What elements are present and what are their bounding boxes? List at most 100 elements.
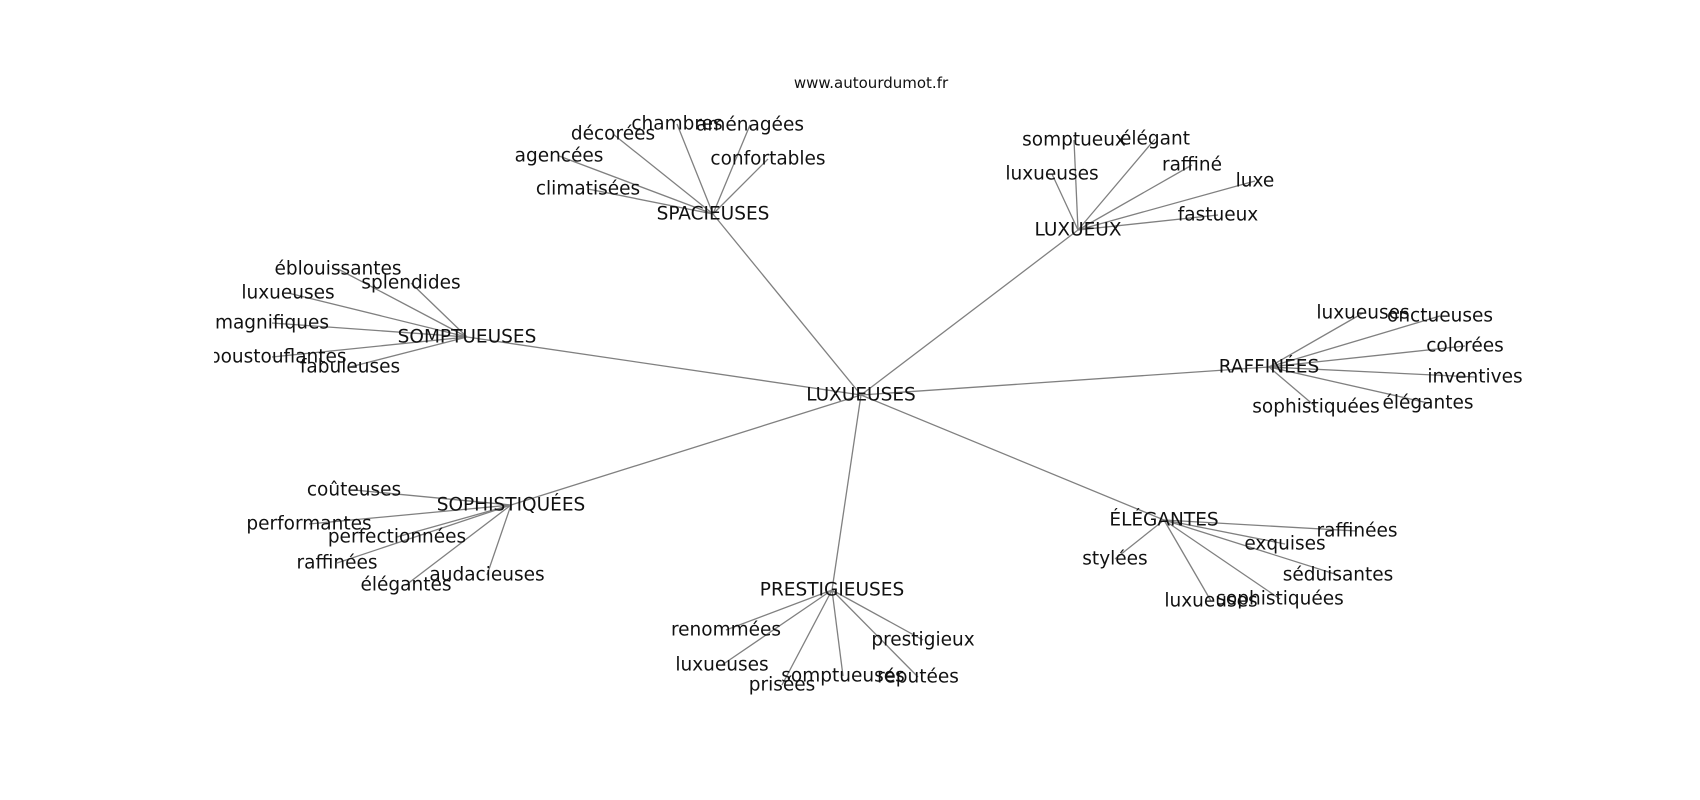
edge-raffinees-r2 [1268, 315, 1441, 368]
edge-center-raffinees [860, 366, 1270, 396]
graph-edges [271, 123, 1476, 686]
cluster-node-elegantes: ÉLÉGANTES [1109, 509, 1218, 531]
leaf-node: époustouflantes [197, 347, 346, 368]
edge-spacieuses-s2 [712, 124, 751, 215]
edge-spacieuses-s3 [612, 133, 714, 215]
leaf-node: sophistiquées [1252, 397, 1379, 418]
leaf-node: raffinées [297, 553, 378, 574]
leaf-node: sophistiquées [1216, 589, 1343, 610]
edge-luxueux-l3 [1077, 164, 1193, 231]
leaf-node: raffinées [1317, 521, 1398, 542]
edge-center-luxueux [860, 229, 1079, 396]
cluster-node-somptueuses: SOMPTUEUSES [398, 327, 537, 348]
leaf-node: magnifiques [215, 313, 329, 334]
leaf-node: audacieuses [429, 565, 544, 586]
edge-center-somptueuses [466, 336, 862, 396]
leaf-node: perfectionnées [328, 527, 466, 548]
edge-center-elegantes [860, 394, 1165, 521]
edge-prestigieuses-g2 [831, 589, 924, 641]
edge-sophistiquees-p1 [353, 489, 512, 506]
edge-prestigieuses-g3 [721, 589, 833, 666]
edge-raffinees-r5 [1268, 366, 1317, 408]
cluster-node-spacieuses: SPACIEUSES [657, 204, 770, 225]
leaf-node: élégantes [361, 575, 452, 596]
edge-somptueuses-o5 [271, 336, 468, 358]
edge-spacieuses-s1 [676, 123, 714, 215]
edge-elegantes-e6 [1163, 519, 1281, 600]
leaf-node: performantes [246, 514, 371, 535]
cluster-node-prestigieuses: PRESTIGIEUSES [760, 580, 904, 601]
edge-raffinees-r1 [1268, 312, 1364, 368]
leaf-node: exquises [1244, 534, 1325, 555]
edge-elegantes-e1 [1163, 519, 1358, 532]
edge-luxueux-l1 [1073, 139, 1079, 231]
edge-spacieuses-s5 [712, 158, 769, 215]
leaf-node: luxueuses [241, 283, 334, 304]
leaf-node: luxueuses [1005, 164, 1098, 185]
leaf-node: climatisées [536, 179, 640, 200]
edge-elegantes-e2 [1163, 519, 1286, 545]
edge-spacieuses-s6 [587, 188, 714, 215]
edge-elegantes-e3 [1114, 519, 1165, 560]
leaf-node: prisées [749, 675, 816, 696]
leaf-node: colorées [1426, 336, 1504, 357]
leaf-node: stylées [1082, 549, 1147, 570]
leaf-node: élégantes [1383, 393, 1474, 414]
edge-sophistiquees-p3 [396, 504, 512, 538]
leaf-node: confortables [710, 149, 825, 170]
edge-somptueuses-o6 [349, 336, 468, 368]
leaf-node: coûteuses [307, 480, 401, 501]
leaf-node: élégant [1120, 129, 1190, 150]
leaf-node: éblouissantes [274, 259, 401, 280]
source-label: www.autourdumot.fr [794, 74, 949, 92]
edge-luxueux-l4 [1051, 173, 1079, 231]
leaf-node: renommées [671, 620, 781, 641]
edge-luxueux-l2 [1077, 138, 1156, 231]
edge-prestigieuses-g4 [781, 589, 833, 686]
leaf-node: décorées [571, 124, 655, 145]
leaf-node: somptueux [1022, 130, 1126, 151]
edge-prestigieuses-g6 [831, 589, 919, 678]
edge-raffinees-r3 [1268, 345, 1466, 368]
leaf-node: inventives [1427, 367, 1522, 388]
cluster-node-raffinees: RAFFINÉES [1219, 356, 1319, 378]
edge-raffinees-r4 [1268, 366, 1476, 378]
edge-center-spacieuses [712, 213, 862, 396]
leaf-node: fastueux [1178, 205, 1259, 226]
center-node: LUXUEUSES [806, 385, 916, 406]
leaf-node: agencées [515, 146, 604, 167]
leaf-node: luxueuses [675, 655, 768, 676]
leaf-node: onctueuses [1387, 306, 1493, 327]
leaf-node: chambres [631, 114, 722, 135]
edge-luxueux-l5 [1077, 180, 1256, 231]
cluster-node-luxueux: LUXUEUX [1034, 220, 1121, 241]
leaf-node: séduisantes [1283, 565, 1394, 586]
edge-center-sophistiquees [510, 394, 862, 506]
edge-spacieuses-s4 [558, 155, 714, 215]
edge-sophistiquees-p6 [405, 504, 512, 586]
leaf-node: luxueuses [1316, 303, 1409, 324]
edge-sophistiquees-p5 [486, 504, 512, 576]
edge-somptueuses-o3 [287, 292, 468, 338]
edge-somptueuses-o2 [410, 282, 468, 338]
leaf-node: réputées [877, 667, 959, 688]
edge-raffinees-r6 [1268, 366, 1429, 404]
edge-elegantes-e5 [1163, 519, 1212, 602]
edge-somptueuses-o4 [271, 322, 468, 338]
leaf-node: fabuleuses [300, 357, 400, 378]
cluster-node-sophistiquees: SOPHISTIQUÉES [437, 494, 586, 516]
leaf-node: prestigieux [871, 630, 974, 651]
edge-somptueuses-o1 [337, 268, 468, 338]
leaf-node: raffiné [1162, 155, 1222, 176]
edge-luxueux-l6 [1077, 214, 1219, 231]
edge-sophistiquees-p2 [308, 504, 512, 525]
edge-prestigieuses-g1 [725, 589, 833, 631]
edge-elegantes-e4 [1163, 519, 1339, 576]
edge-sophistiquees-p4 [336, 504, 512, 564]
edge-prestigieuses-g5 [831, 589, 844, 677]
leaf-node: somptueuses [781, 666, 904, 687]
leaf-node: splendides [361, 273, 460, 294]
leaf-node: aménagées [696, 115, 804, 136]
